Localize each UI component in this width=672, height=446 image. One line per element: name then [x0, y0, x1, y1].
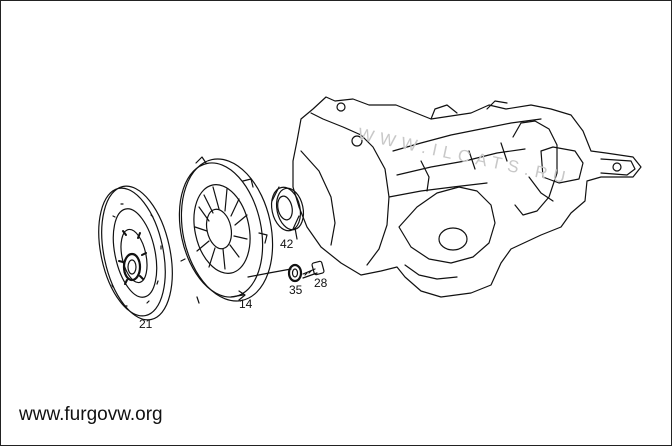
washer [287, 263, 303, 283]
part-label-42: 42 [280, 237, 294, 251]
part-label-14: 14 [239, 297, 253, 311]
pressure-plate [178, 156, 274, 304]
part-label-35: 35 [289, 283, 303, 297]
part-label-21: 21 [139, 317, 153, 331]
leader-lines [230, 227, 298, 298]
gearbox-housing [292, 96, 642, 298]
site-url: www.furgovw.org [19, 404, 163, 425]
watermark-text: WWW.ILCATS.RU [356, 124, 573, 188]
release-bearing [270, 186, 305, 232]
bolt [302, 260, 325, 279]
part-label-28: 28 [314, 276, 328, 290]
clutch-disc [98, 185, 173, 321]
